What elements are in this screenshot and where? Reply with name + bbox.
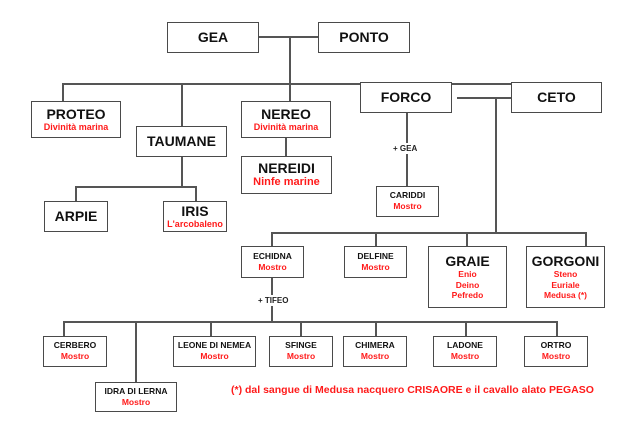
connector-ladone [465, 321, 467, 336]
node-name: GEA [197, 29, 229, 46]
node-name: GORGONI [531, 253, 600, 270]
node-sfinge[interactable]: SFINGE Mostro [269, 336, 333, 367]
node-subtitle: Divinità marina [253, 121, 319, 132]
node-subtitle: Mostro [361, 261, 390, 272]
connector-bus-mid [271, 232, 587, 234]
node-name: SFINGE [285, 340, 317, 351]
node-name: ECHIDNA [253, 250, 292, 261]
node-cariddi[interactable]: CARIDDI Mostro [376, 186, 439, 217]
connector-forco-ceto [457, 97, 511, 99]
node-cerbero[interactable]: CERBERO Mostro [43, 336, 107, 367]
connector-iris [195, 186, 197, 201]
footnote: (*) dal sangue di Medusa nacquero CRISAO… [231, 384, 594, 396]
node-name: NEREO [261, 105, 311, 122]
node-delfine[interactable]: DELFINE Mostro [344, 246, 407, 278]
node-gorgoni[interactable]: GORGONI Steno Euriale Medusa (*) [526, 246, 605, 308]
connector-chimera [375, 321, 377, 336]
node-name: CARIDDI [389, 190, 426, 201]
connector-nereo-nereidi [285, 137, 287, 156]
node-idra[interactable]: IDRA DI LERNA Mostro [95, 382, 177, 412]
node-nereidi[interactable]: NEREIDI Ninfe marine [241, 156, 332, 194]
node-taumane[interactable]: TAUMANE [136, 126, 227, 157]
node-iris[interactable]: IRIS L'arcobaleno [163, 201, 227, 232]
connector-taumane [181, 83, 183, 126]
connector-cerbero [63, 321, 65, 336]
node-name: CERBERO [53, 340, 97, 351]
connector-delfine [375, 232, 377, 246]
node-name: IRIS [181, 202, 209, 219]
node-chimera[interactable]: CHIMERA Mostro [343, 336, 407, 367]
node-subtitle: Mostro [450, 351, 480, 362]
node-name: LEONE DI NEMEA [177, 340, 252, 351]
node-name: IDRA DI LERNA [104, 385, 168, 396]
connector-proteo [62, 83, 64, 101]
node-name: PROTEO [46, 105, 106, 122]
connector-bus-bottom [63, 321, 557, 323]
node-subtitle-1: Steno [553, 269, 578, 280]
connector-echidna [271, 232, 273, 246]
node-name: PONTO [339, 29, 389, 46]
node-ponto[interactable]: PONTO [318, 22, 410, 53]
edge-label-gea: + GEA [393, 143, 418, 154]
node-subtitle: Mostro [286, 351, 316, 362]
connector-gorgoni [585, 232, 587, 246]
node-subtitle: Mostro [360, 351, 390, 362]
node-name: FORCO [380, 89, 432, 106]
connector-gea-ponto [259, 36, 318, 38]
connector-sfinge [300, 321, 302, 336]
node-name: DELFINE [357, 250, 394, 261]
node-name: CHIMERA [355, 340, 395, 351]
node-name: GRAIE [445, 253, 490, 270]
connector-trunk-top [289, 37, 291, 84]
node-subtitle-3: Pefredo [451, 290, 484, 301]
node-subtitle: L'arcobaleno [167, 218, 223, 229]
connector-graie [466, 232, 468, 246]
node-subtitle: Mostro [258, 261, 287, 272]
node-subtitle-2: Deino [455, 279, 480, 290]
edge-label-tifeo: + TIFEO [258, 295, 289, 306]
node-subtitle-2: Euriale [551, 279, 580, 290]
node-leone[interactable]: LEONE DI NEMEA Mostro [173, 336, 256, 367]
connector-nereo [289, 83, 291, 101]
connector-leone [210, 321, 212, 336]
node-subtitle: Mostro [60, 351, 90, 362]
node-name: LADONE [447, 340, 483, 351]
connector-bus-taumane [75, 186, 197, 188]
connector-trunk-ceto [495, 97, 497, 233]
node-gea[interactable]: GEA [167, 22, 259, 53]
node-subtitle: Mostro [393, 201, 422, 212]
node-name: TAUMANE [147, 133, 216, 150]
connector-taumane-down [181, 157, 183, 187]
node-ceto[interactable]: CETO [511, 82, 602, 113]
node-graie[interactable]: GRAIE Enio Deino Pefredo [428, 246, 507, 308]
node-name: NEREIDI [258, 160, 315, 177]
node-subtitle: Divinità marina [43, 121, 109, 132]
node-name: ARPIE [54, 208, 98, 225]
node-ortro[interactable]: ORTRO Mostro [524, 336, 588, 367]
node-name: ORTRO [540, 340, 572, 351]
node-proteo[interactable]: PROTEO Divinità marina [31, 101, 121, 138]
connector-ortro [556, 321, 558, 336]
node-name: CETO [537, 89, 576, 106]
connector-bus-top [62, 83, 566, 85]
node-subtitle-1: Enio [458, 269, 477, 280]
node-subtitle: Mostro [121, 396, 151, 407]
node-subtitle-3: Medusa (*) [544, 290, 587, 301]
node-forco[interactable]: FORCO [360, 82, 452, 113]
node-echidna[interactable]: ECHIDNA Mostro [241, 246, 304, 278]
node-nereo[interactable]: NEREO Divinità marina [241, 101, 331, 138]
node-subtitle: Mostro [541, 351, 571, 362]
connector-arpie [75, 186, 77, 201]
node-arpie[interactable]: ARPIE [44, 201, 108, 232]
connector-idra [135, 321, 137, 382]
node-subtitle: Mostro [200, 351, 229, 362]
node-ladone[interactable]: LADONE Mostro [433, 336, 497, 367]
node-subtitle: Ninfe marine [253, 176, 320, 189]
